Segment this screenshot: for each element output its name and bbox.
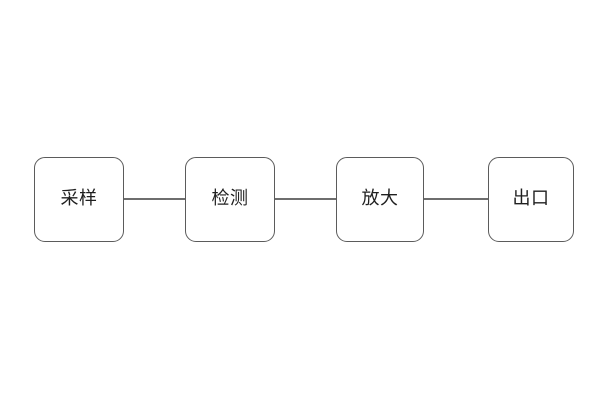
flow-node-label: 采样 xyxy=(60,188,98,209)
flow-node-sampling[interactable]: 采样 xyxy=(34,156,124,242)
flow-node-detection[interactable]: 检测 xyxy=(185,156,275,242)
flow-node-label: 出口 xyxy=(512,188,550,209)
flow-node-label: 检测 xyxy=(211,188,249,209)
flow-node-label: 放大 xyxy=(361,188,399,209)
flowchart-sequence: 采样 检测 放大 出口 xyxy=(0,155,600,243)
flow-connector-3 xyxy=(424,198,488,200)
flow-node-amplification[interactable]: 放大 xyxy=(336,156,424,242)
flow-connector-1 xyxy=(124,198,185,200)
flow-connector-2 xyxy=(275,198,336,200)
flow-node-outlet[interactable]: 出口 xyxy=(488,156,574,242)
